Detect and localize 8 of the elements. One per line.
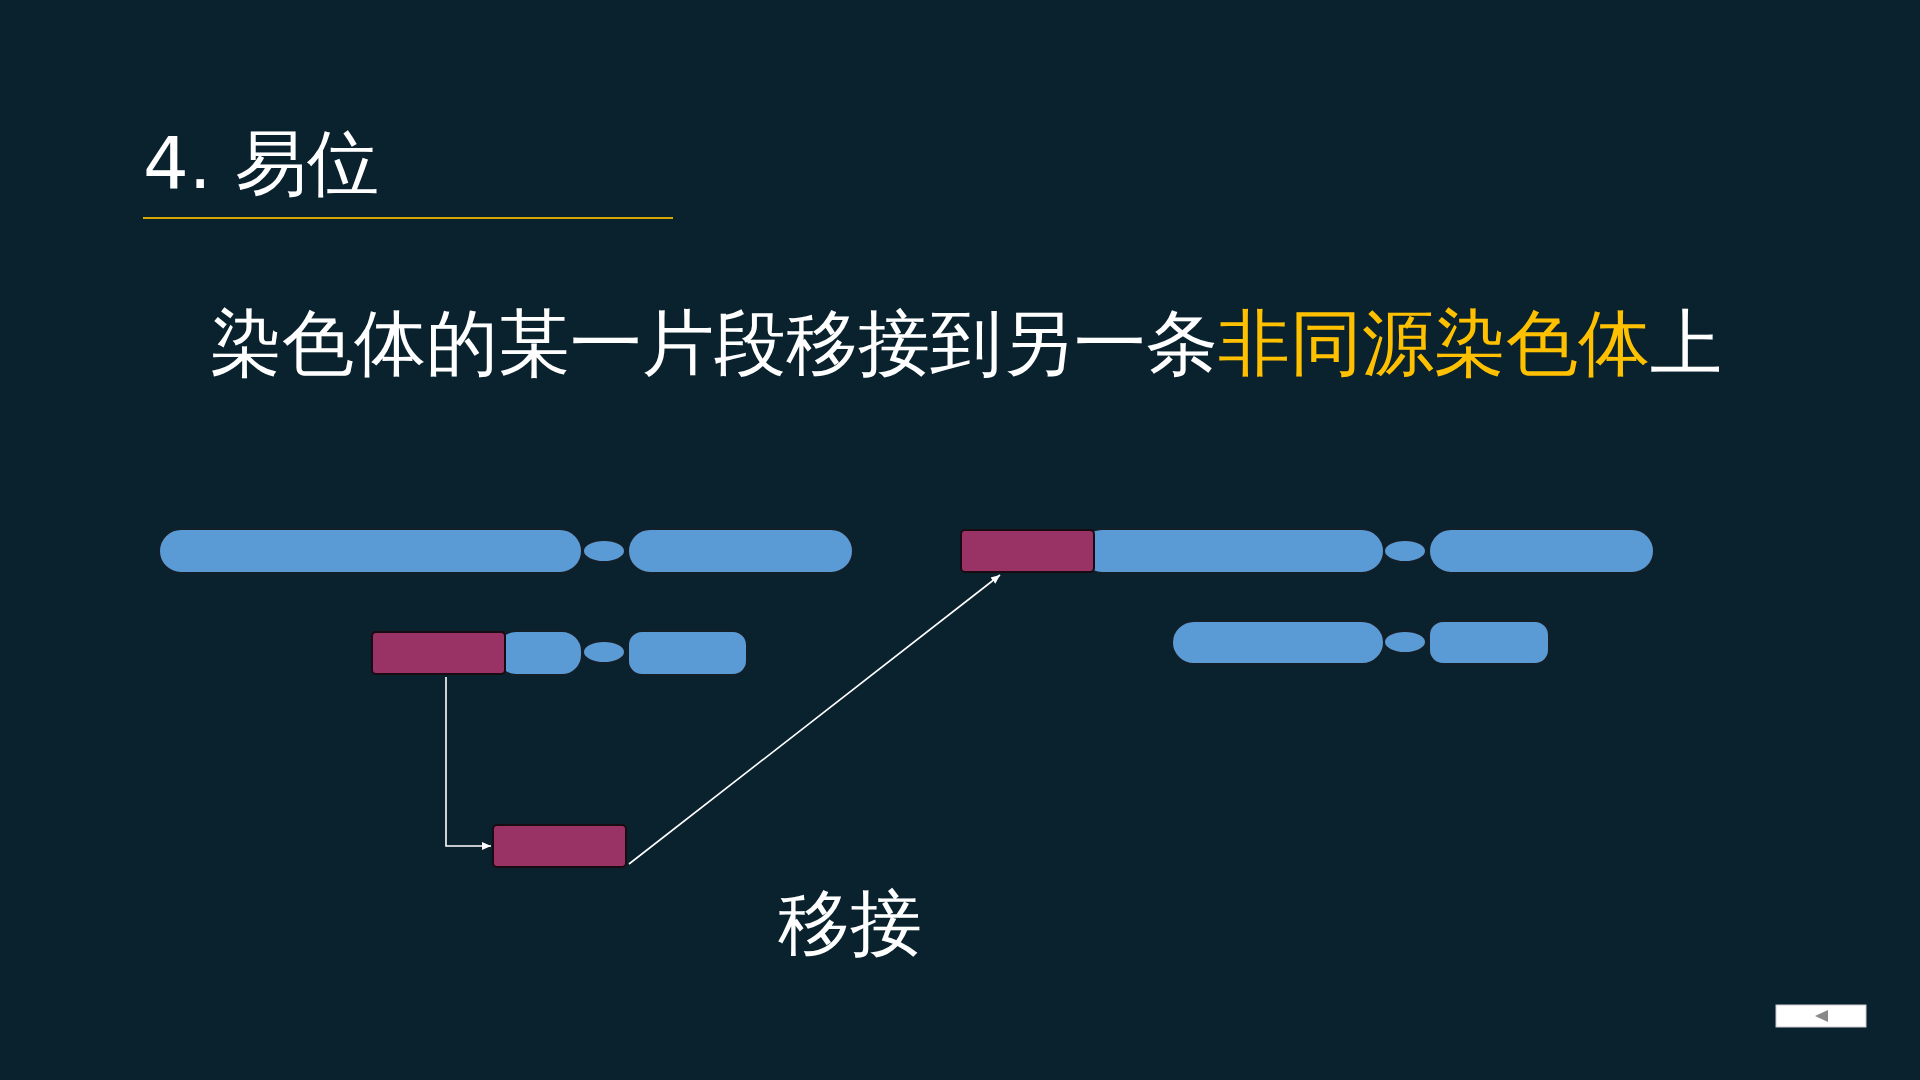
chromosome-segment <box>371 631 506 675</box>
arrow-caption: 移接 <box>778 880 922 967</box>
chromosome-segment <box>960 529 1095 573</box>
chromosome-segment <box>492 824 627 868</box>
arrow <box>445 676 492 850</box>
arrow <box>628 574 1001 865</box>
definition-sentence: 染色体的某一片段移接到另一条非同源染色体上 <box>210 300 1722 387</box>
slide-title: 4. 易位 <box>143 120 379 207</box>
